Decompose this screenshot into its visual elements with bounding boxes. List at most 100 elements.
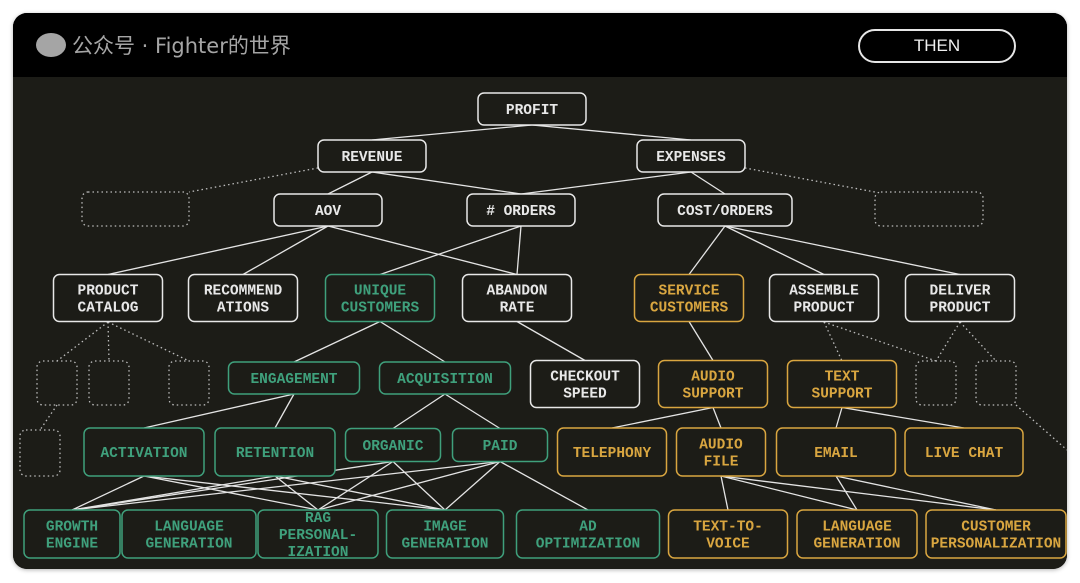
node-label: OPTIMIZATION [536, 537, 640, 553]
node-label: ENGINE [46, 537, 99, 553]
node-label: LANGUAGE [822, 520, 892, 536]
placeholder-link [56, 321, 109, 362]
node-label: SUPPORT [812, 387, 873, 403]
node-box [556, 427, 668, 477]
node-box [378, 361, 512, 395]
node-label: CUSTOMERS [341, 301, 420, 317]
node-paid[interactable]: PAID [451, 427, 549, 463]
node-label: ORGANIC [363, 439, 424, 455]
edge-organic-growth_engine [71, 460, 394, 511]
node-box [633, 273, 745, 323]
edge-cost_orders-service_customers [688, 225, 726, 275]
node-engagement[interactable]: ENGAGEMENT [227, 361, 361, 395]
edge-engagement-activation [143, 393, 295, 429]
placeholder-node [874, 191, 984, 227]
node-expenses[interactable]: EXPENSES [636, 139, 746, 173]
watermark: 公众号 · Fighter的世界 [36, 30, 291, 60]
node-revenue[interactable]: REVENUE [317, 139, 427, 173]
node-label: CUSTOMER [961, 520, 1031, 536]
node-box [667, 509, 789, 559]
node-text-to-voice[interactable]: TEXT-TO-VOICE [667, 509, 789, 559]
node-retention[interactable]: RETENTION [214, 427, 336, 477]
node-label: PRODUCT [930, 301, 991, 317]
node-label: REVENUE [342, 150, 403, 166]
node-box [52, 273, 164, 323]
edge-profit-expenses [531, 124, 692, 141]
node-telephony[interactable]: TELEPHONY [556, 427, 668, 477]
node-box [657, 193, 793, 227]
edge-aov-recommendations [242, 225, 329, 276]
edge-email-language_generation_2 [835, 475, 858, 511]
node-label: GENERATION [813, 537, 900, 553]
edge-email-customer_personalization [835, 475, 997, 511]
edge-aov-product_catalog [107, 225, 329, 276]
node-label: AD [579, 520, 597, 536]
node-box [257, 509, 379, 559]
edge-service_customers-audio_support [688, 321, 714, 361]
node-label: ACTIVATION [100, 446, 187, 462]
node-live-chat[interactable]: LIVE CHAT [904, 427, 1024, 477]
node-box [466, 193, 576, 227]
node-box [227, 361, 361, 395]
node-box [796, 509, 918, 559]
slide-frame: THEN PROFIT REVENUE EXPENSES AOV # ORDERS COS… [13, 13, 1067, 569]
node-box [317, 139, 427, 173]
node-box [775, 427, 897, 477]
node-label: PRODUCT [794, 301, 855, 317]
node-label: TEXT-TO- [693, 520, 763, 536]
node-orders[interactable]: # ORDERS [466, 193, 576, 227]
edge-retention-rag_personalization [274, 475, 319, 511]
node-profit[interactable]: PROFIT [477, 92, 587, 126]
node-label: COST/ORDERS [677, 204, 773, 220]
node-organic[interactable]: ORGANIC [344, 427, 442, 463]
node-aov[interactable]: AOV [273, 193, 383, 227]
node-cost-orders[interactable]: COST/ORDERS [657, 193, 793, 227]
node-label: RETENTION [236, 446, 314, 462]
edge-aov-abandon_rate [327, 225, 518, 276]
edge-audio_file-customer_personalization [720, 475, 997, 511]
node-label: TEXT [825, 370, 860, 386]
node-label: PERSONALIZATION [931, 537, 1062, 553]
placeholder-link [107, 321, 190, 362]
node-label: VOICE [706, 537, 750, 553]
node-label: AOV [315, 204, 341, 220]
node-label: CHECKOUT [550, 370, 620, 386]
placeholder-node [975, 360, 1017, 406]
node-box [529, 359, 641, 409]
node-box [385, 509, 505, 559]
node-label: GENERATION [145, 537, 232, 553]
edge-acquisition-organic [392, 393, 446, 430]
node-email[interactable]: EMAIL [775, 427, 897, 477]
edge-profit-revenue [371, 124, 533, 141]
node-label: SERVICE [659, 284, 720, 300]
edge-paid-image_generation [444, 461, 501, 511]
edge-expenses-orders [520, 171, 692, 195]
node-label: ABANDON [487, 284, 548, 300]
node-acquisition[interactable]: ACQUISITION [378, 361, 512, 395]
node-label: GROWTH [46, 520, 98, 536]
placeholder-link [935, 321, 961, 362]
then-button[interactable]: THEN [858, 29, 1016, 63]
edge-audio_support-audio_file [712, 407, 722, 429]
node-label: ASSEMBLE [789, 284, 859, 300]
node-activation[interactable]: ACTIVATION [83, 427, 205, 477]
placeholder-link [39, 404, 58, 431]
